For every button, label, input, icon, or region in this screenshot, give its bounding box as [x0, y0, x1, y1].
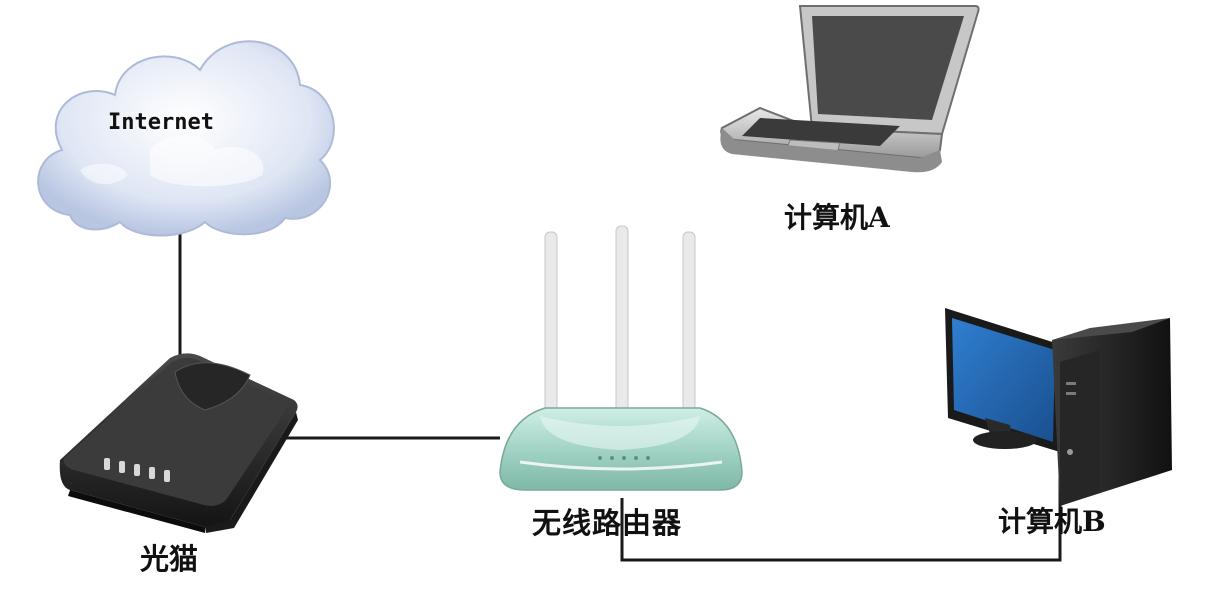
desktop-computer-icon — [945, 308, 1172, 506]
router-label: 无线路由器 — [532, 506, 683, 540]
cloud-icon — [37, 40, 335, 237]
wireless-router-icon — [499, 225, 743, 491]
computer-b-label: 计算机B — [998, 505, 1106, 538]
line-router-computer-b — [620, 470, 1062, 562]
laptop-icon — [720, 5, 980, 173]
computer-a-label: 计算机A — [784, 201, 890, 234]
modem-label: 光猫 — [140, 542, 199, 576]
modem-icon — [59, 353, 298, 533]
internet-label: Internet — [108, 110, 214, 135]
connection-lines — [178, 226, 1062, 562]
